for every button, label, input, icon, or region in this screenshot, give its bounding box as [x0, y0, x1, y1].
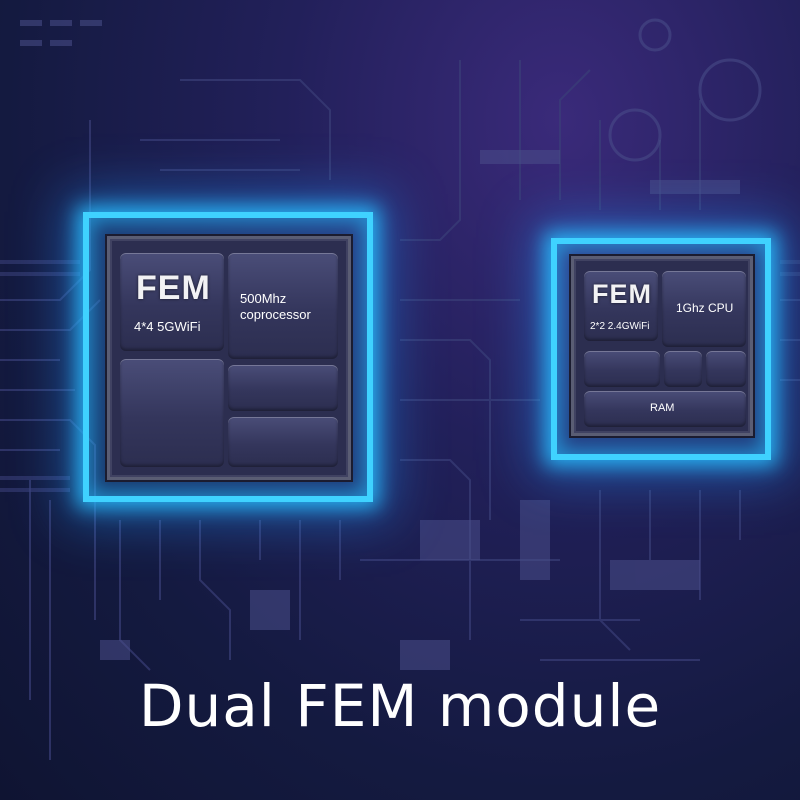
right-block-a — [584, 351, 660, 387]
left-fem-block: FEM 4*4 5GWiFi — [120, 253, 224, 351]
left-block-large — [120, 359, 224, 467]
right-ram-label: RAM — [650, 402, 675, 414]
right-fem-block: FEM 2*2 2.4GWiFi — [584, 271, 658, 341]
left-chip: FEM 4*4 5GWiFi 500Mhz coprocessor — [105, 234, 353, 482]
right-wifi-label: 2*2 2.4GWiFi — [590, 321, 650, 332]
right-block-c — [706, 351, 746, 387]
right-cpu-label: 1Ghz CPU — [676, 301, 734, 315]
left-block-mid — [228, 365, 338, 411]
left-coprocessor-label: 500Mhz coprocessor — [240, 291, 311, 322]
left-coprocessor-block: 500Mhz coprocessor — [228, 253, 338, 359]
right-fem-label: FEM — [592, 279, 652, 309]
right-block-b — [664, 351, 702, 387]
left-wifi-label: 4*4 5GWiFi — [134, 319, 201, 334]
right-chip: FEM 2*2 2.4GWiFi 1Ghz CPU RAM — [569, 254, 755, 438]
caption-title: Dual FEM module — [138, 672, 662, 740]
right-cpu-block: 1Ghz CPU — [662, 271, 746, 347]
left-block-bottom — [228, 417, 338, 467]
right-ram-block: RAM — [584, 391, 746, 427]
left-fem-label: FEM — [136, 269, 211, 307]
